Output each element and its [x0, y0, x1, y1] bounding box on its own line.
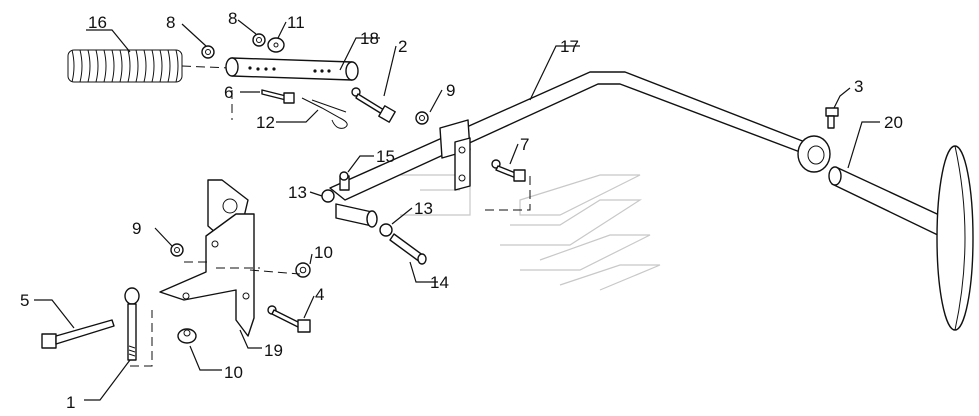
small-bolt [261, 89, 295, 104]
nut-top-left [201, 45, 215, 59]
lever-arm [329, 71, 831, 201]
callout-20: 20 [884, 113, 903, 132]
watermark-logo [400, 174, 661, 291]
callout-8b: 8 [228, 9, 237, 28]
bushing-right [379, 223, 393, 237]
coil-spring [67, 49, 183, 83]
callout-10b: 10 [224, 363, 243, 382]
perforated-tube [225, 57, 359, 81]
nut-bottom [177, 328, 197, 344]
grease-nipple [339, 171, 350, 191]
callout-4: 4 [315, 285, 324, 304]
washer [267, 37, 285, 53]
bolt-3 [825, 107, 839, 129]
leader-lines [34, 19, 880, 401]
callout-7: 7 [520, 135, 529, 154]
callout-19: 19 [264, 341, 283, 360]
callout-12: 12 [256, 113, 275, 132]
callout-15: 15 [376, 147, 395, 166]
callout-8a: 8 [166, 13, 175, 32]
callout-3: 3 [854, 77, 863, 96]
nut-top-right [252, 33, 266, 47]
callout-16: 16 [88, 13, 107, 32]
bushing-left [321, 189, 335, 203]
nut-right [295, 262, 311, 278]
callout-labels: 16 8 8 11 18 2 6 12 17 9 3 20 15 7 13 13… [20, 9, 903, 412]
bolt-2 [351, 87, 396, 123]
callout-13a: 13 [288, 183, 307, 202]
callout-2: 2 [398, 37, 407, 56]
callout-14: 14 [430, 273, 449, 292]
mounting-bracket [159, 179, 255, 337]
spring-clip [301, 97, 348, 129]
callout-18: 18 [360, 29, 379, 48]
bolt-4 [267, 305, 311, 333]
callout-5: 5 [20, 291, 29, 310]
eye-bolt [124, 287, 140, 361]
callout-6: 6 [224, 83, 233, 102]
callout-9b: 9 [132, 219, 141, 238]
pin [389, 233, 427, 265]
shaft [828, 166, 951, 239]
pivot-tube [335, 203, 378, 228]
callout-1: 1 [66, 393, 75, 412]
nut-upper [415, 111, 429, 125]
disk [936, 145, 974, 331]
bolt-5 [41, 319, 115, 349]
callout-17: 17 [560, 37, 579, 56]
callout-11: 11 [287, 13, 305, 32]
callout-9a: 9 [446, 81, 455, 100]
nut-left [170, 243, 184, 257]
callout-13b: 13 [414, 199, 433, 218]
callout-10a: 10 [314, 243, 333, 262]
bolt-7 [491, 159, 526, 182]
